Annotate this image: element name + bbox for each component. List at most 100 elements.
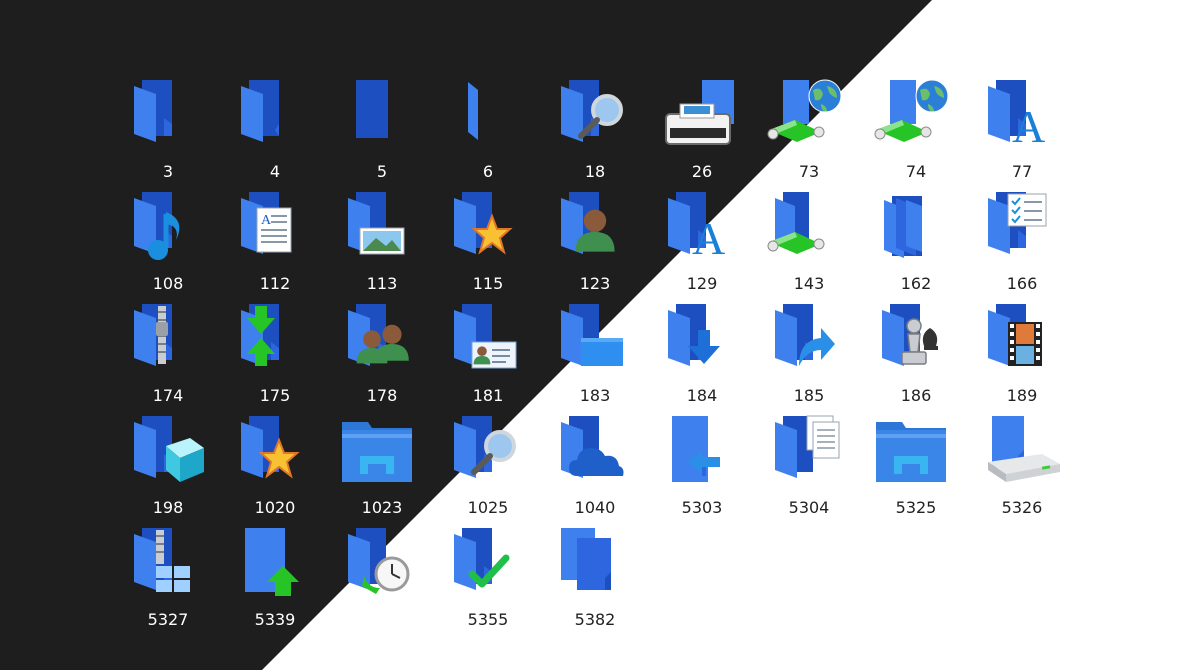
icon-label: 5353	[361, 610, 403, 629]
up-arrow-icon	[245, 528, 299, 596]
icon-label: 189	[1006, 386, 1038, 405]
icon-tile: A 129	[652, 192, 752, 302]
icon-label: 5	[376, 162, 388, 181]
user-icon	[561, 192, 615, 254]
screen-icon	[561, 304, 623, 366]
svg-text:A: A	[1012, 101, 1045, 152]
icon-label: 73	[798, 162, 820, 181]
icon-label: 1025	[467, 498, 509, 517]
icon-tile: 5303	[652, 416, 752, 526]
sync-arrows-icon	[241, 304, 279, 366]
icon-tile: 108	[118, 192, 218, 302]
icon-tile: 183	[545, 304, 645, 414]
icon-tile: 1020	[225, 416, 325, 526]
icon-tile: 5304	[759, 415, 859, 526]
icon-label: 5382	[574, 610, 616, 629]
icon-tile: 123	[545, 192, 645, 302]
icon-tile: 5326	[972, 416, 1072, 526]
font-icon: A	[668, 192, 725, 264]
icon-tile: 178	[332, 304, 432, 414]
icon-label: 3	[162, 162, 174, 181]
drive-icon	[988, 416, 1060, 482]
icon-label: 181	[472, 386, 504, 405]
icon-label: 162	[900, 274, 932, 293]
icon-label: 178	[366, 386, 398, 405]
network-globe-icon	[767, 79, 842, 142]
icon-label: 129	[686, 274, 718, 293]
svg-text:A: A	[692, 213, 725, 264]
icon-label: 175	[259, 386, 291, 405]
icon-tile: 189	[972, 304, 1072, 414]
icon-label: 186	[900, 386, 932, 405]
checkmark-icon	[454, 528, 510, 590]
icon-label: 5327	[147, 610, 189, 629]
icon-label: 198	[152, 498, 184, 517]
icon-label: 183	[579, 386, 611, 405]
icon-tile: 1023	[332, 416, 432, 526]
icon-tile: 1025	[438, 416, 538, 526]
icon-label: 1020	[254, 498, 296, 517]
icon-label: 143	[793, 274, 825, 293]
icon-label: 26	[691, 162, 713, 181]
zipper-apps-icon	[134, 528, 190, 592]
icon-tile: 181	[438, 304, 538, 414]
icon-label: 108	[152, 274, 184, 293]
icon-tile: 3	[118, 80, 218, 190]
icon-tile: 186	[866, 304, 966, 414]
icon-label: 174	[152, 386, 184, 405]
icon-label: 4	[269, 162, 281, 181]
network-globe-icon	[874, 79, 949, 142]
icon-label: 5303	[681, 498, 723, 517]
folder-copy-icon	[561, 528, 611, 590]
icon-label: 5339	[254, 610, 296, 629]
icon-label: 77	[1011, 162, 1033, 181]
icon-tile: 73	[759, 79, 859, 190]
icon-label: 5326	[1001, 498, 1043, 517]
documents-icon	[775, 415, 840, 478]
picture-icon	[348, 192, 405, 255]
icon-label: 1023	[361, 498, 403, 517]
explorer-folder-icon	[342, 422, 412, 482]
icon-tile: 5327	[118, 528, 218, 638]
star-icon	[454, 192, 513, 255]
icon-label: 5325	[895, 498, 937, 517]
printer-icon	[665, 80, 734, 145]
search-icon	[561, 80, 623, 142]
icon-label: 6	[482, 162, 494, 181]
icon-label: 5304	[788, 498, 830, 517]
icon-tile: 5355	[438, 528, 538, 638]
icon-tile: 175	[225, 304, 325, 414]
icon-tile: 174	[118, 304, 218, 414]
icon-tile: 5382	[545, 528, 645, 638]
explorer-folder-icon	[876, 422, 946, 482]
icon-label: 5355	[467, 610, 509, 629]
icon-label: 123	[579, 274, 611, 293]
icon-tile: 5	[332, 80, 432, 190]
document-icon: A	[241, 192, 292, 254]
icon-tile: 1040	[545, 416, 645, 526]
icon-tile: 166	[972, 192, 1072, 302]
folder-open-icon	[241, 80, 279, 142]
icon-label: 113	[366, 274, 398, 293]
chess-pawn-icon	[882, 304, 938, 366]
icon-tile: A 77	[972, 80, 1072, 190]
shortcut-arrow-icon	[775, 304, 835, 366]
icon-tile: 113	[332, 192, 432, 302]
icon-tile: 143	[759, 192, 859, 302]
icon-label: 166	[1006, 274, 1038, 293]
cube-3d-icon	[134, 416, 204, 482]
icon-tile: 5353	[332, 528, 432, 638]
icon-tile: 26	[652, 80, 752, 190]
icon-tile: 115	[438, 192, 538, 302]
checklist-icon	[988, 192, 1047, 254]
network-icon	[767, 192, 825, 254]
star-icon	[241, 416, 300, 479]
download-arrow-icon	[668, 304, 720, 366]
icon-label: 184	[686, 386, 718, 405]
icon-tile: 5325	[866, 416, 966, 526]
icon-tile: 6	[438, 80, 538, 190]
svg-text:A: A	[261, 213, 272, 228]
music-icon	[134, 192, 180, 260]
icon-label: 115	[472, 274, 504, 293]
folder-stack-icon	[884, 196, 922, 258]
